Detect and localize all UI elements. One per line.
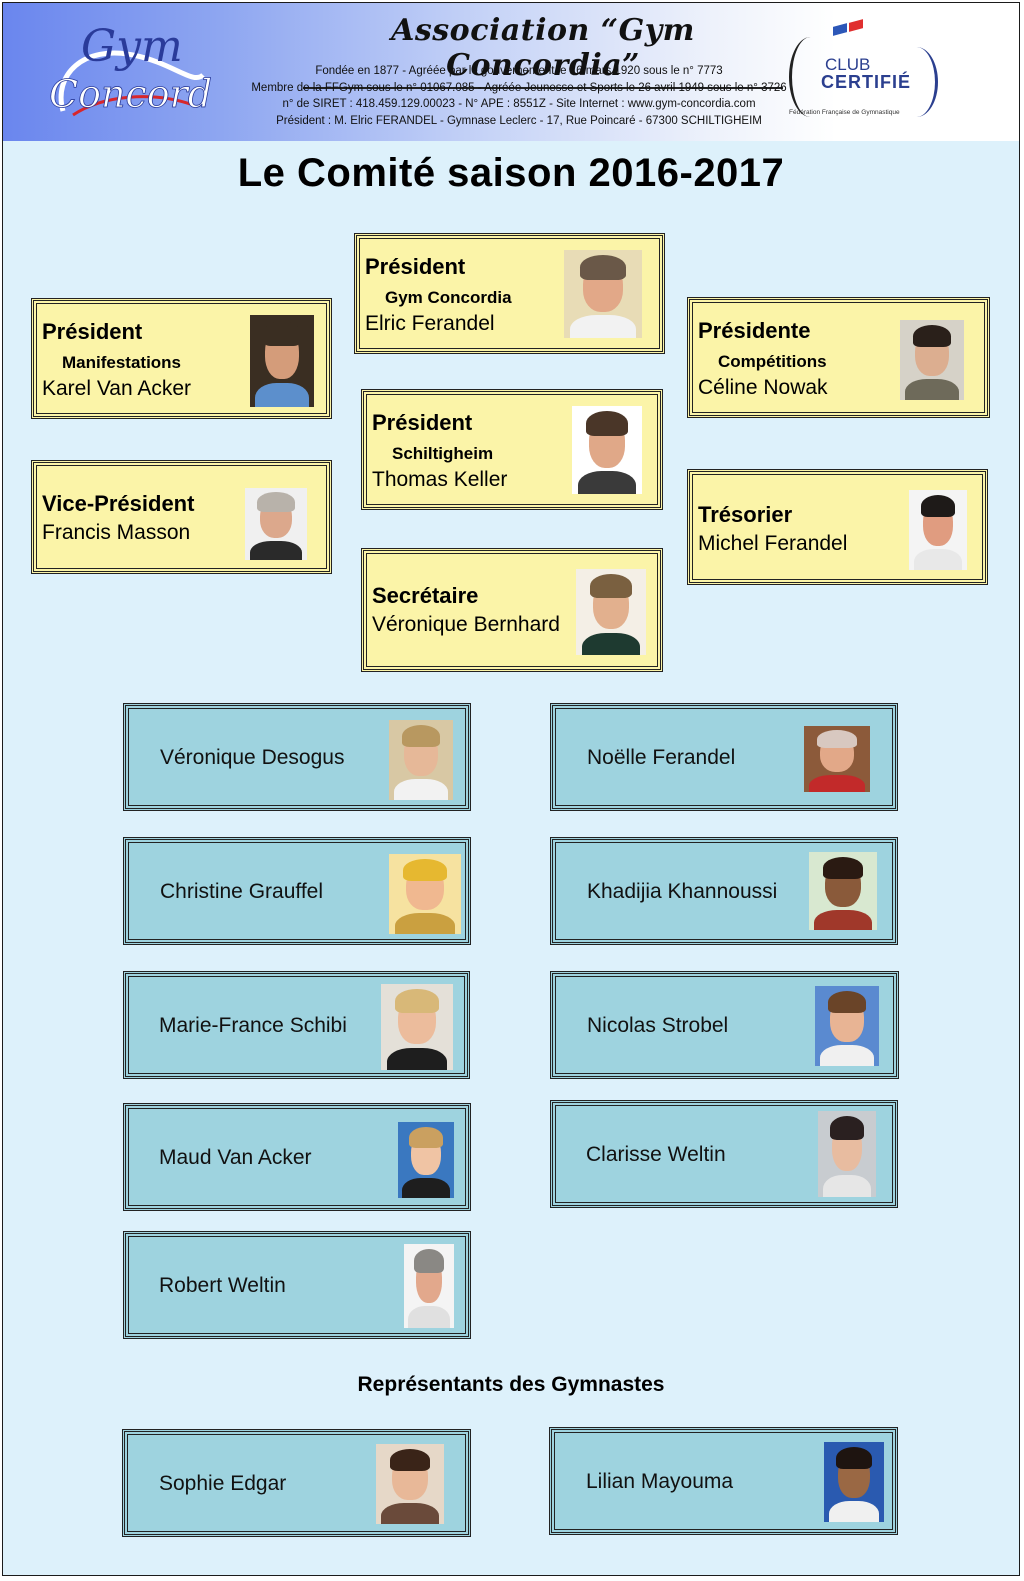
officer-role: Président [372, 410, 473, 435]
officer-role: Président [42, 319, 143, 344]
portrait-photo [376, 1444, 444, 1524]
member-name: Robert Weltin [159, 1274, 286, 1297]
member-name: Christine Grauffel [160, 880, 324, 903]
portrait-photo [389, 720, 453, 800]
flag-icon [849, 19, 863, 32]
officer-name: Véronique Bernhard [372, 613, 560, 636]
officer-name: Michel Ferandel [698, 532, 848, 555]
officer-subtitle: Compétitions [718, 352, 827, 371]
officer-card: Vice-Président Francis Masson [31, 460, 332, 574]
member-card: Marie-France Schibi [123, 971, 470, 1079]
member-name: Clarisse Weltin [586, 1143, 726, 1166]
portrait-photo [818, 1111, 876, 1197]
svg-text:Gym: Gym [81, 21, 183, 72]
badge-club-text: CLUB [825, 55, 871, 74]
portrait-photo [572, 406, 642, 494]
representative-name: Sophie Edgar [159, 1472, 287, 1495]
portrait-photo [250, 315, 314, 407]
member-card: Robert Weltin [123, 1231, 471, 1339]
officer-role: Secrétaire [372, 583, 479, 608]
detail-line: Membre de la FFGym sous le n° 01067.085 … [251, 81, 787, 94]
gym-concordia-logo: Gym Concordia [43, 15, 248, 127]
officer-card: Secrétaire Véronique Bernhard [361, 548, 663, 672]
member-card: Noëlle Ferandel [550, 703, 898, 811]
representatives-heading: Représentants des Gymnastes [357, 1373, 665, 1396]
member-name: Véronique Desogus [160, 746, 345, 769]
page-title: Le Comité saison 2016-2017 [237, 151, 785, 195]
detail-line: Président : M. Elric FERANDEL - Gymnase … [276, 114, 762, 127]
officer-role: Vice-Président [42, 491, 195, 516]
officer-card: Présidente Compétitions Céline Nowak [687, 297, 990, 418]
portrait-photo [404, 1244, 454, 1328]
member-card: Nicolas Strobel [550, 971, 899, 1079]
portrait-photo [900, 320, 964, 400]
portrait-photo [564, 250, 642, 338]
representative-card: Sophie Edgar [122, 1429, 471, 1537]
association-title: Association “Gym Concordia” [303, 13, 783, 89]
svg-text:Concordia: Concordia [49, 72, 213, 116]
badge-federation-text: Fédération Française de Gymnastique [789, 109, 900, 116]
portrait-photo [804, 726, 870, 792]
flag-icon [833, 23, 847, 36]
officer-card: Président Schiltigheim Thomas Keller [361, 389, 663, 510]
officer-card: Président Manifestations Karel Van Acker [31, 298, 332, 419]
officer-role: Trésorier [698, 502, 793, 527]
representative-card: Lilian Mayouma [549, 1427, 898, 1535]
portrait-photo [909, 490, 967, 570]
portrait-photo [824, 1442, 884, 1522]
officer-role: Présidente [698, 318, 811, 343]
member-card: Véronique Desogus [123, 703, 471, 811]
portrait-photo [809, 852, 877, 930]
officer-card: Trésorier Michel Ferandel [687, 469, 988, 585]
portrait-photo [815, 986, 879, 1066]
officer-subtitle: Manifestations [62, 353, 182, 372]
member-card: Maud Van Acker [123, 1103, 471, 1211]
portrait-photo [389, 854, 461, 934]
officer-name: Elric Ferandel [365, 312, 495, 335]
badge-certifie-text: CERTIFIÉ [821, 72, 912, 92]
member-card: Christine Grauffel [123, 837, 471, 945]
badge-arc-icon [789, 37, 832, 117]
representative-name: Lilian Mayouma [586, 1470, 734, 1493]
officer-name: Thomas Keller [372, 468, 508, 491]
member-card: Clarisse Weltin [550, 1100, 898, 1208]
detail-line: n° de SIRET : 418.459.129.00023 - N° APE… [282, 98, 756, 110]
club-certifie-badge: CLUB CERTIFIÉ Fédération Française de Gy… [783, 17, 953, 127]
member-name: Khadijia Khannoussi [587, 880, 778, 903]
officer-name: Karel Van Acker [42, 377, 192, 400]
detail-line: Fondée en 1877 - Agréée par le gouvernem… [315, 65, 723, 77]
officer-card: Président Gym Concordia Elric Ferandel [354, 233, 665, 354]
member-card: Khadijia Khannoussi [550, 837, 898, 945]
officer-name: Francis Masson [42, 521, 191, 544]
member-name: Nicolas Strobel [587, 1014, 729, 1037]
header-banner: Gym Concordia Association “Gym Concordia… [3, 3, 1019, 141]
portrait-photo [245, 488, 307, 560]
member-name: Marie-France Schibi [159, 1014, 347, 1037]
association-details: Fondée en 1877 - Agréée par le gouvernem… [239, 63, 799, 129]
officer-subtitle: Gym Concordia [385, 288, 512, 307]
portrait-photo [576, 569, 646, 655]
badge-arc-icon [895, 47, 938, 117]
member-name: Noëlle Ferandel [587, 746, 736, 769]
officer-subtitle: Schiltigheim [392, 444, 494, 463]
officer-role: Président [365, 254, 466, 279]
officer-name: Céline Nowak [698, 376, 828, 399]
portrait-photo [381, 984, 453, 1070]
portrait-photo [398, 1122, 454, 1198]
member-name: Maud Van Acker [159, 1146, 312, 1169]
